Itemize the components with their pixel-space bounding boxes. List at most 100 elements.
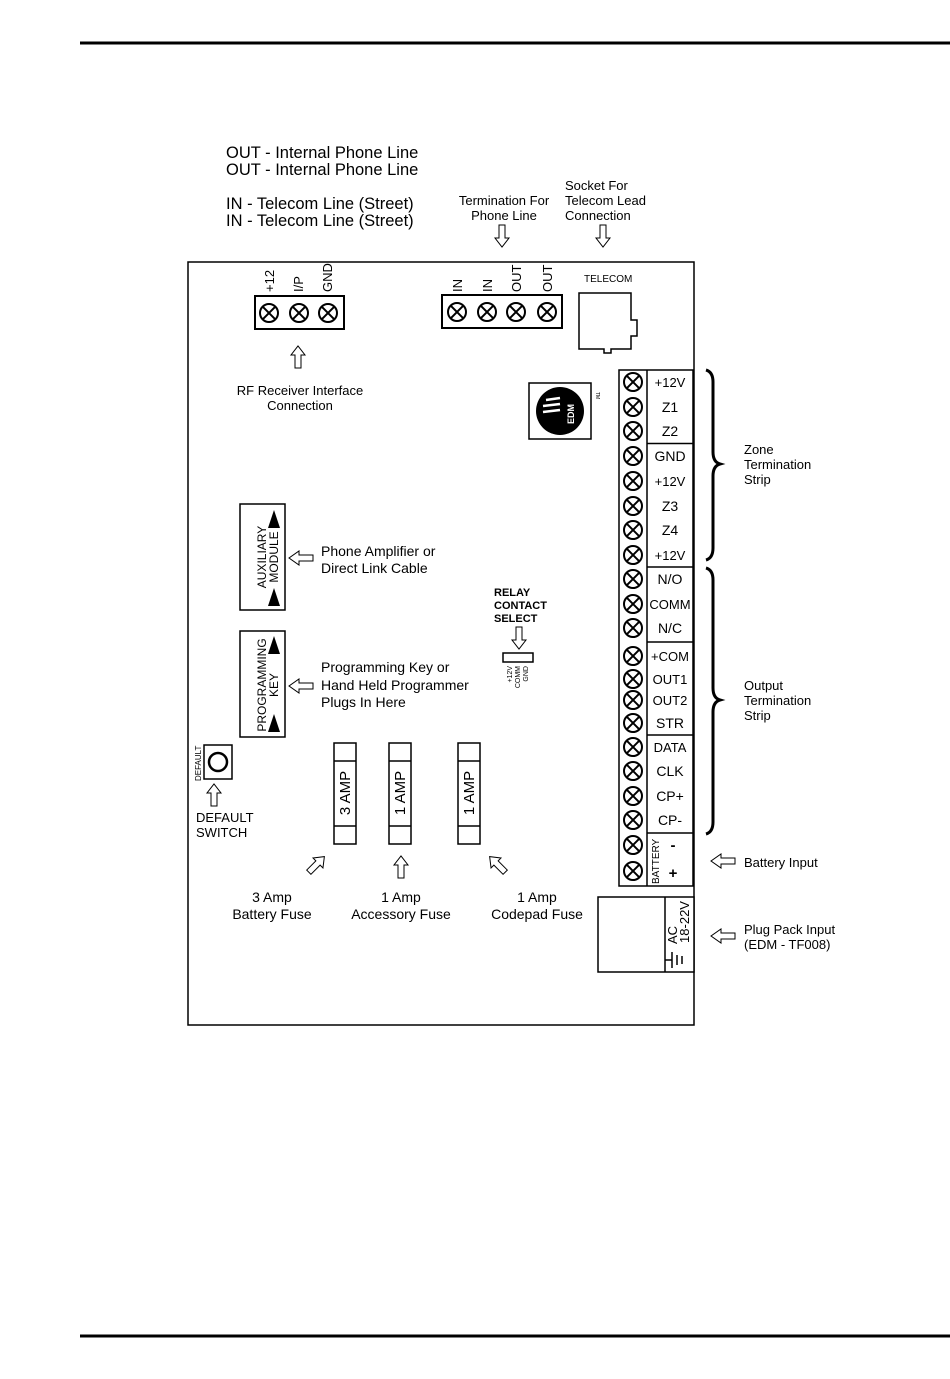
strip-screw-18: [623, 786, 643, 806]
prog-label-line1: PROGRAMMING: [255, 638, 269, 731]
relay-pins: +12V COMM GND: [507, 666, 530, 688]
battery-screw-1: [623, 835, 643, 855]
relay-title-line1: RELAY: [494, 587, 531, 599]
prog-label-line2: KEY: [267, 673, 281, 697]
prog-caption: Programming Key or Hand Held Programmer …: [321, 659, 469, 710]
strip-screw-9: [623, 569, 643, 589]
strip-screw-3: [623, 421, 643, 441]
rf-screw-3: [318, 303, 338, 323]
strip-screw-13: [623, 669, 643, 689]
relay-pin-2: COMM: [515, 666, 522, 688]
phone-terminal-label-2: IN: [480, 279, 495, 292]
terminal-strip: +12VZ1Z2GND+12VZ3Z4+12VN/OCOMMN/C+COMOUT…: [618, 369, 694, 887]
relay-title-line3: SELECT: [494, 613, 538, 625]
legend-out-1: OUT - Internal Phone Line: [226, 144, 418, 162]
legend-in-1: IN - Telecom Line (Street): [226, 195, 414, 213]
strip-screw-14: [623, 690, 643, 710]
relay-jumper: [502, 652, 534, 663]
rf-screw-2: [289, 303, 309, 323]
battery-caption: Battery Input: [744, 855, 818, 870]
prog-triangle-top-icon: [268, 636, 280, 654]
strip-label-5: +12V: [655, 474, 686, 489]
relay-title-line2: CONTACT: [494, 600, 547, 612]
edm-logo: EDM TM: [528, 382, 600, 440]
fuse-battery-caption2: Battery Fuse: [232, 906, 312, 922]
rf-caption-line2: Connection: [267, 398, 333, 413]
output-caption-line2: Termination: [744, 693, 811, 708]
socket-line2: Telecom Lead: [565, 193, 646, 208]
strip-screw-11: [623, 618, 643, 638]
rf-terminal-label-2: I/P: [291, 276, 306, 292]
battery-plus: +: [669, 865, 678, 882]
plug-pack-caption: Plug Pack Input (EDM - TF008): [744, 922, 835, 952]
output-caption-line3: Strip: [744, 708, 771, 723]
strip-label-4: GND: [654, 448, 685, 464]
battery-terminals: BATTERY - +: [651, 837, 678, 884]
fuse-codepad-caption2: Codepad Fuse: [491, 906, 583, 922]
rf-terminal-label-1: +12: [262, 270, 277, 292]
strip-screw-10: [623, 594, 643, 614]
telecom-label: TELECOM: [584, 274, 632, 285]
relay-pin-3: GND: [523, 666, 530, 682]
phone-terminal-block: IN IN OUT OUT: [441, 265, 563, 329]
strip-label-10: COMM: [649, 597, 690, 612]
strip-screw-6: [623, 496, 643, 516]
fuse-accessory-caption2: Accessory Fuse: [351, 906, 451, 922]
fuse-codepad-caption1: 1 Amp: [517, 889, 557, 905]
socket-callout: Socket For Telecom Lead Connection: [565, 178, 646, 223]
fuse-battery: 3 AMP: [333, 742, 357, 845]
rf-caption-line1: RF Receiver Interface: [237, 383, 363, 398]
zone-strip-caption: Zone Termination Strip: [744, 442, 811, 487]
battery-label: BATTERY: [651, 838, 662, 884]
zone-caption-line3: Strip: [744, 472, 771, 487]
aux-arrow-icon: [288, 550, 314, 566]
rf-caption: RF Receiver Interface Connection: [237, 383, 363, 413]
rf-screw-1: [259, 303, 279, 323]
fuse-battery-rating: 3 AMP: [337, 771, 354, 815]
strip-label-9: N/O: [658, 571, 683, 587]
default-caption: DEFAULT SWITCH: [196, 810, 254, 840]
telecom-socket: [578, 292, 638, 354]
default-vertical-label: DEFAULT: [194, 745, 203, 781]
battery-screw-2: [623, 861, 643, 881]
strip-label-15: STR: [656, 715, 684, 731]
termination-line1: Termination For: [459, 193, 550, 208]
phone-terminal-label-4: OUT: [540, 265, 555, 293]
zone-caption-line2: Termination: [744, 457, 811, 472]
strip-label-14: OUT2: [653, 693, 688, 708]
strip-screw-16: [623, 737, 643, 757]
aux-triangle-top-icon: [268, 510, 280, 528]
aux-caption-line1: Phone Amplifier or: [321, 543, 436, 559]
aux-triangle-bottom-icon: [268, 588, 280, 606]
ground-icon: [665, 952, 683, 968]
strip-label-19: CP-: [658, 812, 682, 828]
strip-label-8: +12V: [655, 548, 686, 563]
fuse-accessory-caption1: 1 Amp: [381, 889, 421, 905]
strip-screw-8: [623, 545, 643, 565]
fuse-accessory-rating: 1 AMP: [392, 771, 409, 815]
strip-screw-19: [623, 810, 643, 830]
battery-minus: -: [671, 837, 676, 854]
aux-caption: Phone Amplifier or Direct Link Cable: [321, 543, 436, 576]
termination-arrow-icon: [494, 224, 510, 248]
edm-logo-tm: TM: [594, 392, 600, 399]
zone-caption-line1: Zone: [744, 442, 774, 457]
prog-caption-line2: Hand Held Programmer: [321, 677, 469, 693]
default-switch: DEFAULT: [194, 744, 233, 781]
plug-pack-caption-line2: (EDM - TF008): [744, 937, 830, 952]
fuse-captions: 3 Amp Battery Fuse 1 Amp Accessory Fuse …: [232, 889, 583, 922]
prog-caption-line1: Programming Key or: [321, 659, 450, 675]
programming-key-connector: PROGRAMMING KEY: [239, 630, 286, 738]
fuse-codepad: 1 AMP: [457, 742, 481, 845]
prog-triangle-bottom-icon: [268, 714, 280, 732]
plug-pack-voltage: 18-22V: [677, 901, 692, 943]
strip-label-1: +12V: [655, 375, 686, 390]
strip-screw-7: [623, 520, 643, 540]
socket-line3: Connection: [565, 208, 631, 223]
strip-label-12: +COM: [651, 649, 689, 664]
phone-terminal-label-3: OUT: [509, 265, 524, 293]
rf-arrow-icon: [290, 345, 306, 369]
termination-callout: Termination For Phone Line: [459, 193, 550, 223]
strip-label-11: N/C: [658, 620, 682, 636]
